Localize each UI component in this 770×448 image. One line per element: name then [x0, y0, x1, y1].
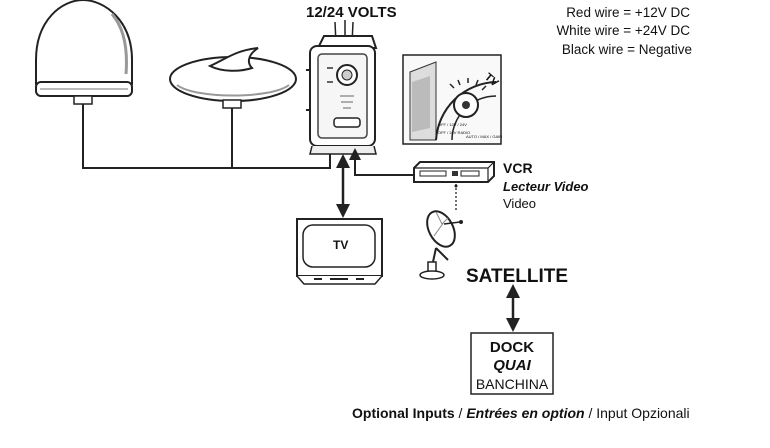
tv-set: [296, 218, 383, 285]
voltage-title: 12/24 VOLTS: [306, 4, 397, 21]
optional-inputs-caption: Optional Inputs / Entrées en option / In…: [352, 405, 690, 421]
dock-label-it: BANCHINA: [476, 376, 549, 392]
dock-connection-arrow: [506, 284, 520, 332]
vcr-label: VCR: [503, 160, 533, 176]
dock-box: [470, 332, 554, 395]
switch-detail-inset: TV OFF / 12V / 24V OFF / 24V RADIO AUTO …: [402, 54, 502, 145]
legend-red-wire: Red wire = +12V DC: [566, 5, 690, 20]
dock-label: DOCK: [490, 339, 534, 356]
legend-white-wire: White wire = +24V DC: [556, 23, 690, 38]
vcr-unit: [413, 161, 495, 183]
legend-black-wire: Black wire = Negative: [562, 42, 692, 57]
tv-connection-arrow: [336, 154, 350, 218]
optional-inputs-it: Input Opzionali: [596, 405, 689, 421]
tv-label: TV: [333, 238, 348, 252]
switch-dial-sub-label-3: AUTO / MAX / GAIN: [466, 134, 502, 139]
vcr-cable: [354, 158, 414, 176]
caption-separator-1: /: [455, 405, 467, 421]
caption-separator-2: /: [585, 405, 597, 421]
switch-dial-sub-label-1: OFF / 12V / 24V: [438, 122, 467, 127]
satellite-label: SATELLITE: [466, 266, 568, 287]
vcr-cable-arrowhead: [349, 148, 361, 160]
power-supply-box: [306, 20, 378, 155]
optional-inputs-en: Optional Inputs: [352, 405, 455, 421]
vcr-label-fr: Lecteur Video: [503, 179, 589, 194]
disc-antenna: [169, 47, 297, 109]
antenna-cables: [82, 104, 331, 169]
optional-inputs-fr: Entrées en option: [466, 405, 584, 421]
dock-label-fr: QUAI: [493, 357, 531, 374]
satellite-dish: [419, 210, 463, 280]
dome-antenna: [35, 0, 133, 105]
wiring-legend: Red wire = +12V DC White wire = +24V DC …: [556, 5, 692, 57]
vcr-label-it: Video: [503, 196, 536, 211]
switch-dial-sub-label-2: OFF / 24V RADIO: [438, 130, 470, 135]
vcr-satellite-link: [454, 184, 458, 210]
